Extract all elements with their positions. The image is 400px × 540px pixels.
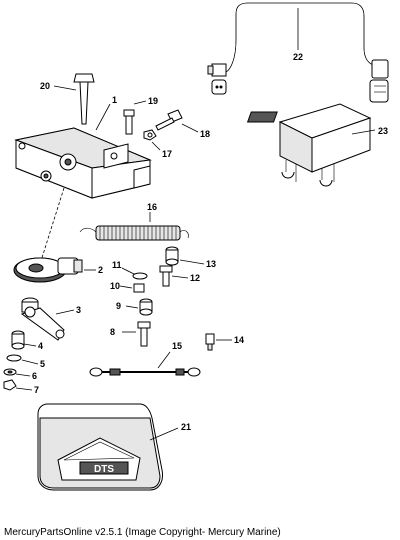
callout-15: 15 [172, 341, 182, 351]
fitting-14[interactable] [205, 333, 215, 351]
callout-14: 14 [234, 335, 244, 345]
wire-harness[interactable] [207, 2, 389, 103]
parts-diagram: 22 23 20 19 18 17 [3, 2, 389, 491]
callout-7: 7 [34, 385, 39, 395]
callout-13: 13 [206, 259, 216, 269]
spring[interactable] [79, 225, 189, 241]
control-module[interactable] [246, 103, 372, 187]
washer-11[interactable] [132, 272, 148, 280]
cover-logo-text: DTS [94, 464, 114, 475]
dts-cover[interactable]: DTS [37, 403, 163, 491]
harness-connector-plug [211, 79, 227, 95]
callout-20: 20 [40, 81, 50, 91]
callout-2: 2 [98, 265, 103, 275]
link-rod[interactable] [89, 367, 201, 377]
callout-16: 16 [147, 202, 157, 212]
callout-21: 21 [181, 422, 191, 432]
callout-10: 10 [110, 281, 120, 291]
nut-7[interactable] [3, 379, 17, 391]
bolt-12[interactable] [159, 265, 173, 287]
nut-17[interactable] [143, 129, 157, 141]
callout-11: 11 [112, 260, 122, 270]
long-bolt[interactable] [73, 73, 95, 125]
washer-5[interactable] [6, 354, 22, 362]
bolt-8[interactable] [137, 321, 151, 347]
callout-23: 23 [378, 126, 388, 136]
callout-18: 18 [200, 129, 210, 139]
callout-1: 1 [112, 95, 117, 105]
callout-4: 4 [38, 341, 43, 351]
alignment-line [39, 187, 65, 265]
callout-19: 19 [148, 96, 158, 106]
harness-connector-right [371, 59, 389, 79]
image-caption: MercuryPartsOnline v2.5.1 (Image Copyrig… [4, 527, 281, 538]
position-sensor[interactable] [13, 257, 83, 283]
callout-8: 8 [110, 327, 115, 337]
spacer-13[interactable] [165, 246, 179, 266]
callout-9: 9 [116, 301, 121, 311]
harness-connector-left [211, 63, 227, 77]
bolt-18[interactable] [155, 109, 183, 131]
callout-22: 22 [293, 52, 303, 62]
bolt-19[interactable] [123, 109, 135, 135]
callout-12: 12 [190, 273, 200, 283]
lever-arm[interactable] [20, 297, 65, 341]
mounting-bracket[interactable] [14, 127, 152, 199]
callout-3: 3 [76, 305, 81, 315]
nut-10[interactable] [133, 283, 145, 293]
callout-5: 5 [40, 359, 45, 369]
callout-17: 17 [162, 149, 172, 159]
callout-6: 6 [32, 371, 37, 381]
washer-6[interactable] [3, 368, 17, 376]
spacer-4[interactable] [11, 330, 25, 350]
spacer-9[interactable] [139, 298, 153, 316]
